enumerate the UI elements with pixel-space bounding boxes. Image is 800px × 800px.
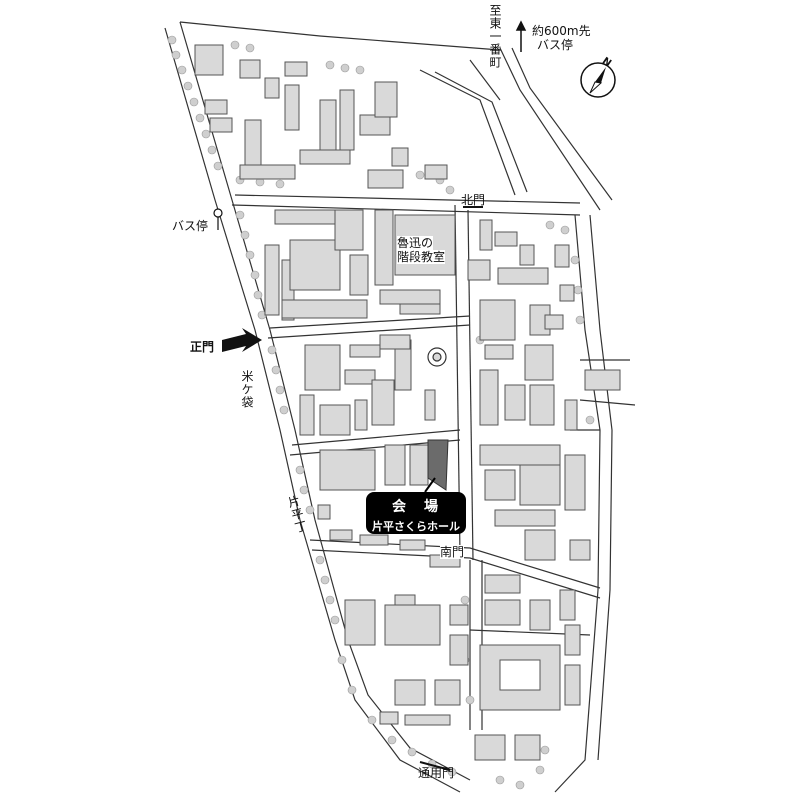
label-main-gate: 正門 [190,340,215,354]
label-south-gate: 南門 [440,545,465,559]
venue-building [427,439,449,491]
label-to-higashi-ichibancho: 至東一番町 [488,4,502,69]
north-arrow-icon [580,62,616,98]
label-bus-600m: 約600m先 [532,24,591,38]
venue-label-box: 会場 片平さくらホール [366,492,466,534]
up-arrow-icon [515,20,527,52]
venue-subtitle: 片平さくらホール [372,520,460,533]
venue-leader-line [424,477,436,493]
bus-stop-icon [213,208,223,230]
rotary [427,347,447,367]
venue-title: 会場 [392,499,456,515]
label-yonegafukuro: 米ケ袋 [240,370,254,409]
label-north-gate: 北門 [461,193,486,207]
label-luxun-classroom-2: 階段教室 [397,250,446,264]
label-service-gate: 通用門 [418,766,455,780]
label-bus-stop: バス停 [172,219,209,233]
road-lines [164,21,636,793]
main-gate-arrow-icon [222,328,262,352]
label-luxun-classroom-1: 魯迅の [397,236,434,250]
label-bus-600m-stop: バス停 [537,38,574,52]
buildings [194,44,621,761]
